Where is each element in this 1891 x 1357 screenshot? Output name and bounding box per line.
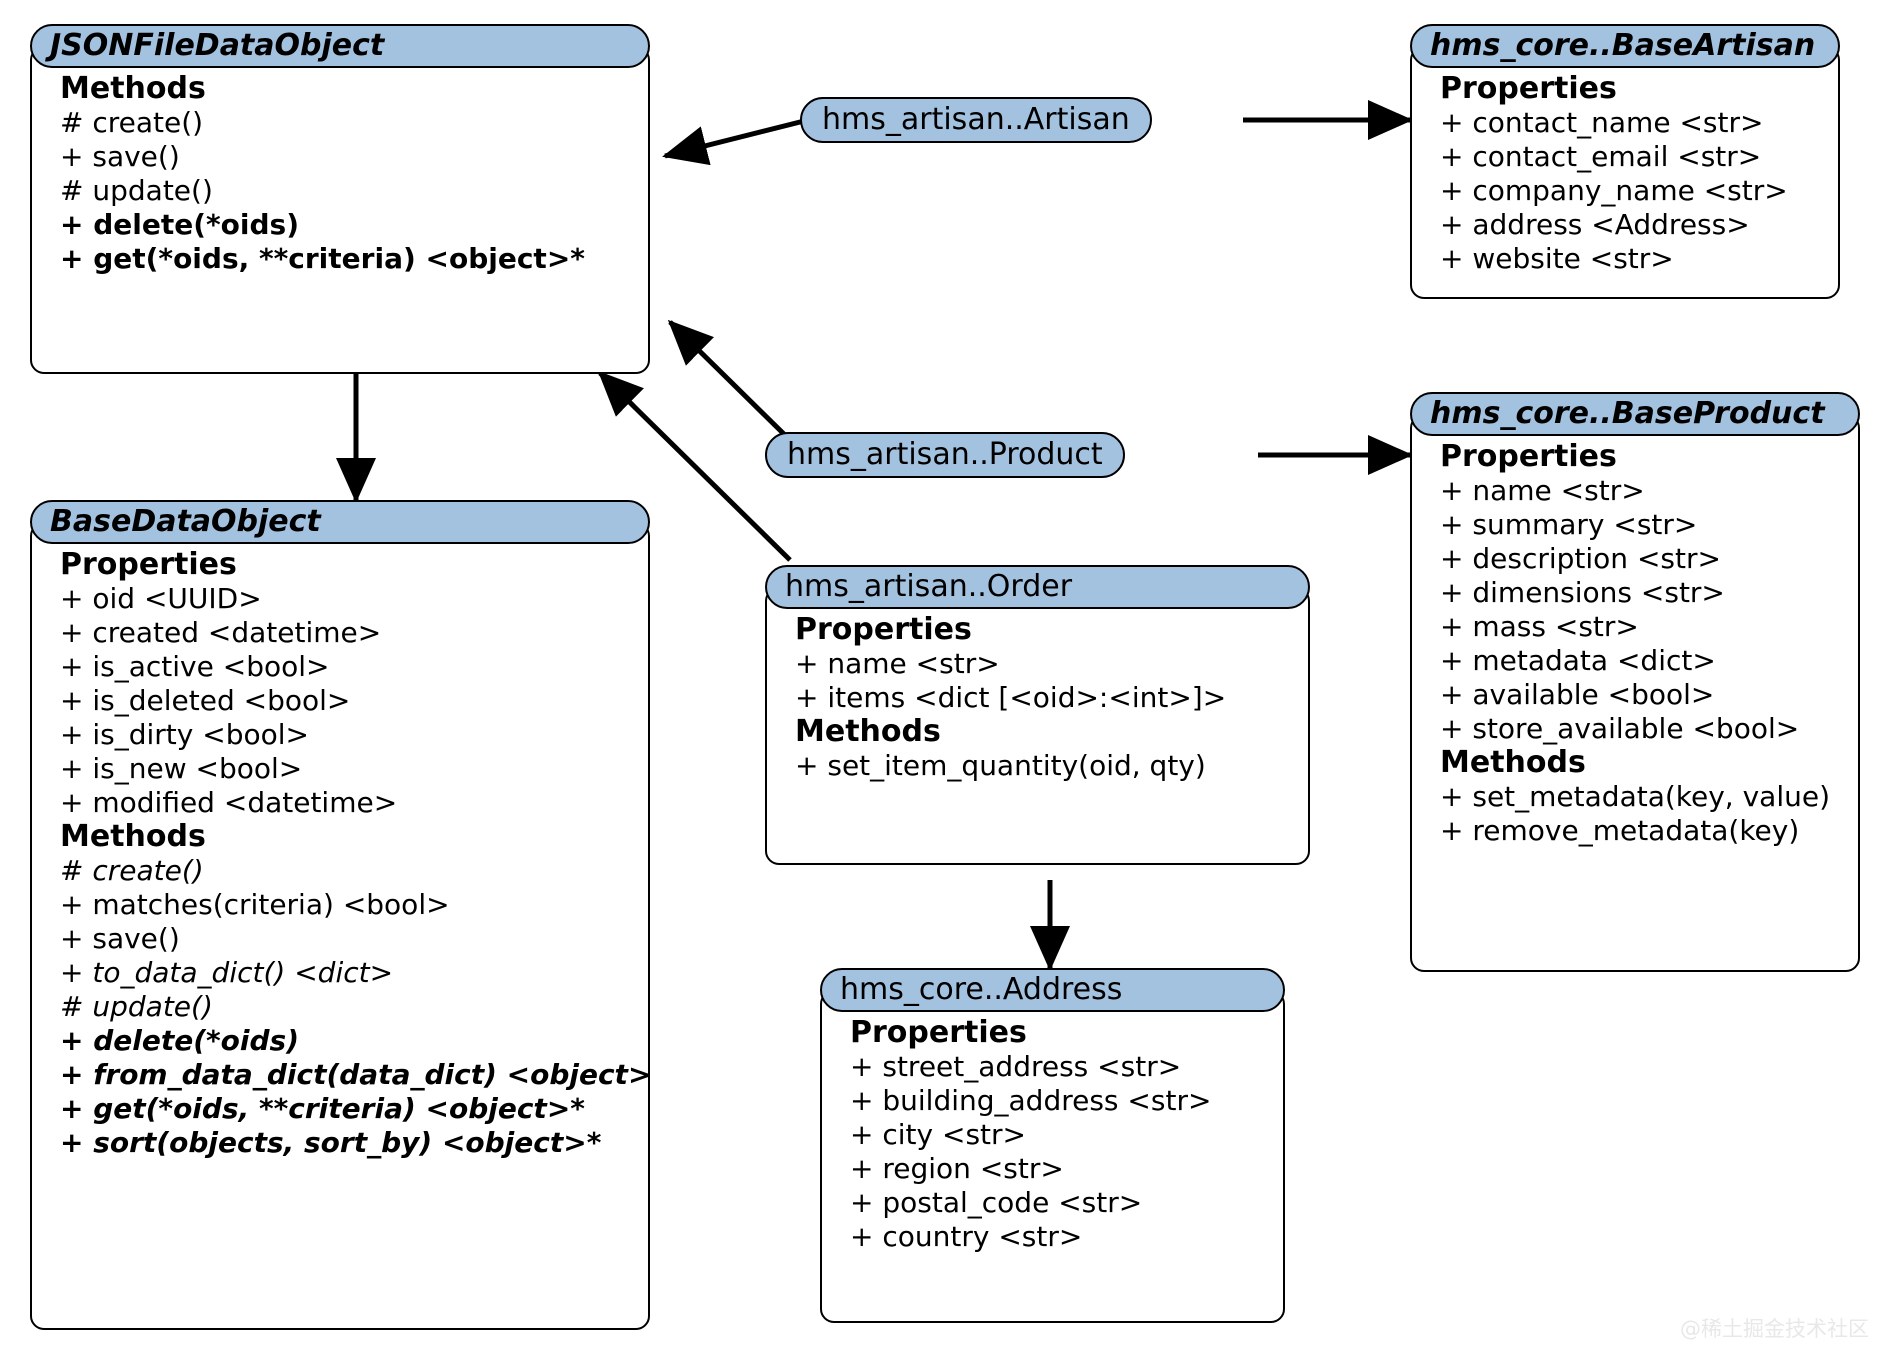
member-row: + modified <datetime> [60,786,398,819]
member-row: + name <str> [795,647,1000,680]
member-row: # create() [60,106,204,139]
member-row: + get(*oids, **criteria) <object>* [60,1092,585,1125]
member-row: + postal_code <str> [850,1186,1143,1219]
class-members-jsonfiledataobject: Methods # create() + save() # update() +… [60,72,640,276]
class-members-baseproduct: Properties + name <str> + summary <str> … [1440,440,1850,848]
member-row: + matches(criteria) <bool> [60,888,450,921]
section-label: Properties [1440,439,1617,474]
member-row: + store_available <bool> [1440,712,1800,745]
member-row: + get(*oids, **criteria) <object>* [60,242,585,275]
member-row: + remove_metadata(key) [1440,814,1800,847]
member-row: + to_data_dict() <dict> [60,956,394,989]
member-row: + delete(*oids) [60,1024,299,1057]
member-row: + save() [60,140,180,173]
member-row: + street_address <str> [850,1050,1182,1083]
class-body-order [765,587,1310,865]
pill-hms-artisan-product[interactable]: hms_artisan..Product [765,432,1125,478]
member-row: + contact_name <str> [1440,106,1764,139]
member-row: + is_new <bool> [60,752,303,785]
member-row: + city <str> [850,1118,1026,1151]
class-members-basedataobject: Properties + oid <UUID> + created <datet… [60,547,652,1160]
class-title-address: hms_core..Address [820,968,1285,1012]
member-row: + country <str> [850,1220,1083,1253]
member-row: + set_item_quantity(oid, qty) [795,749,1206,782]
class-title-basedataobject: BaseDataObject [30,500,650,544]
member-row: + set_metadata(key, value) [1440,780,1831,813]
class-body-baseproduct [1410,414,1860,972]
section-label: Properties [850,1015,1027,1050]
member-row: + delete(*oids) [60,208,299,241]
member-row: + items <dict [<oid>:<int>]> [795,681,1227,714]
class-baseartisan[interactable]: hms_core..BaseArtisan Properties + conta… [1410,24,1840,299]
class-members-address: Properties + street_address <str> + buil… [850,1016,1275,1254]
section-label: Properties [60,547,237,582]
member-row: + name <str> [1440,474,1645,507]
member-row: + oid <UUID> [60,582,262,615]
edge-product-to-jsonfiledataobject [667,319,792,442]
member-row: + save() [60,922,180,955]
section-label: Methods [795,714,941,749]
member-row: + is_dirty <bool> [60,718,309,751]
section-label: Properties [795,612,972,647]
class-basedataobject[interactable]: BaseDataObject Properties + oid <UUID> +… [30,500,652,1330]
class-title-jsonfiledataobject: JSONFileDataObject [30,24,650,68]
member-row: + address <Address> [1440,208,1750,241]
member-row: + summary <str> [1440,508,1698,541]
class-body-basedataobject [30,522,650,1330]
class-title-order: hms_artisan..Order [765,565,1310,609]
class-order[interactable]: hms_artisan..Order Properties + name <st… [765,565,1310,865]
member-row: + website <str> [1440,242,1674,275]
member-row: # create() [60,854,204,887]
class-members-baseartisan: Properties + contact_name <str> + contac… [1440,72,1830,276]
class-baseproduct[interactable]: hms_core..BaseProduct Properties + name … [1410,392,1860,972]
member-row: + from_data_dict(data_dict) <object> [60,1058,652,1091]
section-label: Methods [60,71,206,106]
section-label: Methods [60,819,206,854]
edge-artisan-to-jsonfiledataobject [662,117,809,166]
member-row: + description <str> [1440,542,1721,575]
member-row: + is_deleted <bool> [60,684,351,717]
class-title-baseproduct: hms_core..BaseProduct [1410,392,1860,436]
member-row: # update() [60,990,213,1023]
member-row: + contact_email <str> [1440,140,1762,173]
member-row: + region <str> [850,1152,1064,1185]
member-row: + dimensions <str> [1440,576,1725,609]
pill-hms-artisan-artisan[interactable]: hms_artisan..Artisan [800,97,1152,143]
member-row: + available <bool> [1440,678,1715,711]
watermark-label: @稀土掘金技术社区 [1680,1317,1869,1341]
member-row: + company_name <str> [1440,174,1788,207]
member-row: + is_active <bool> [60,650,330,683]
member-row: + mass <str> [1440,610,1639,643]
section-label: Properties [1440,71,1617,106]
member-row: + sort(objects, sort_by) <object>* [60,1126,602,1159]
member-row: # update() [60,174,213,207]
class-address[interactable]: hms_core..Address Properties + street_ad… [820,968,1285,1323]
member-row: + created <datetime> [60,616,382,649]
member-row: + metadata <dict> [1440,644,1716,677]
member-row: + building_address <str> [850,1084,1212,1117]
class-members-order: Properties + name <str> + items <dict [<… [795,613,1300,783]
class-body-baseartisan [1410,46,1840,299]
class-jsonfiledataobject[interactable]: JSONFileDataObject Methods # create() + … [30,24,650,374]
class-title-baseartisan: hms_core..BaseArtisan [1410,24,1840,68]
section-label: Methods [1440,745,1586,780]
